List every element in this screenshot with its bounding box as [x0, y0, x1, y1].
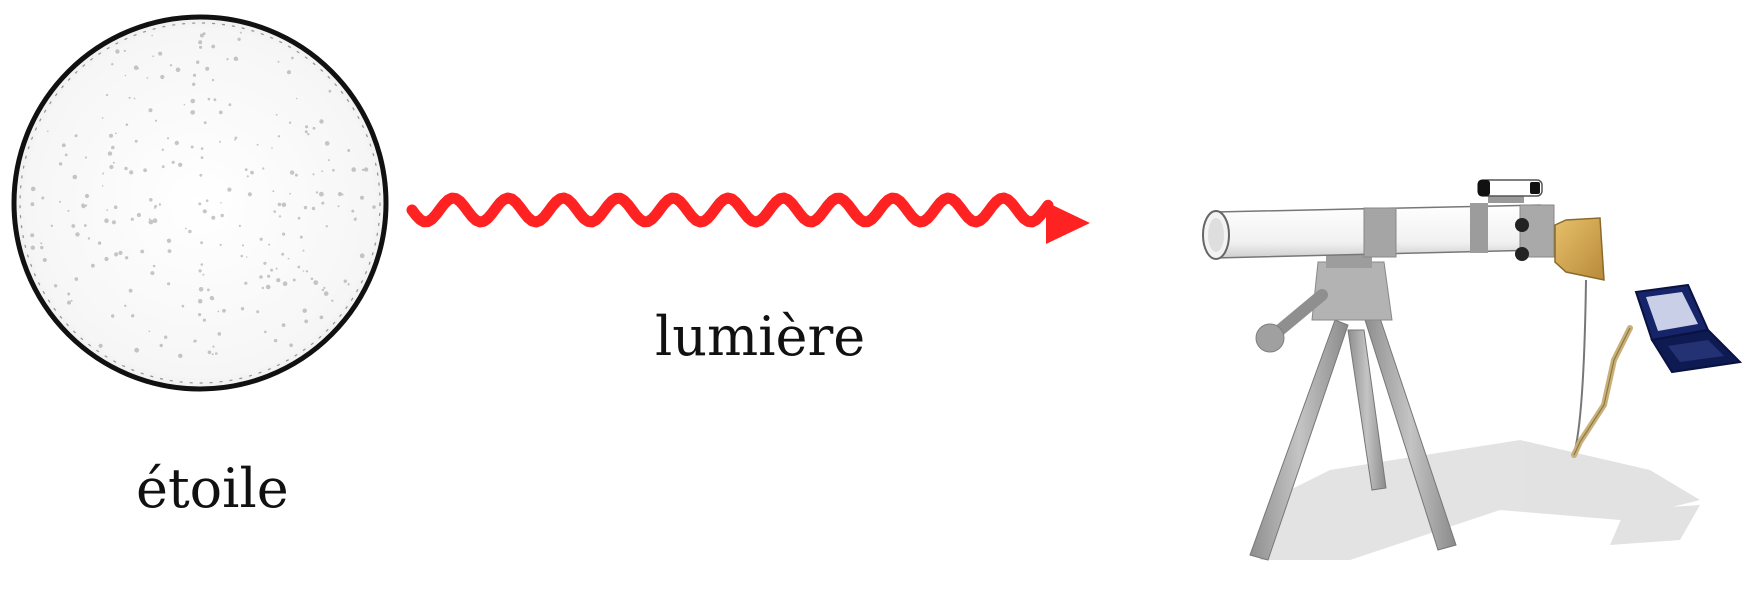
- light-label: lumière: [655, 310, 865, 364]
- ground-shadow: [1260, 440, 1700, 560]
- star-label: étoile: [136, 462, 289, 516]
- star-sphere: [14, 17, 386, 389]
- light-wave-arrow: [412, 198, 1090, 244]
- laptop-icon: [1574, 285, 1740, 455]
